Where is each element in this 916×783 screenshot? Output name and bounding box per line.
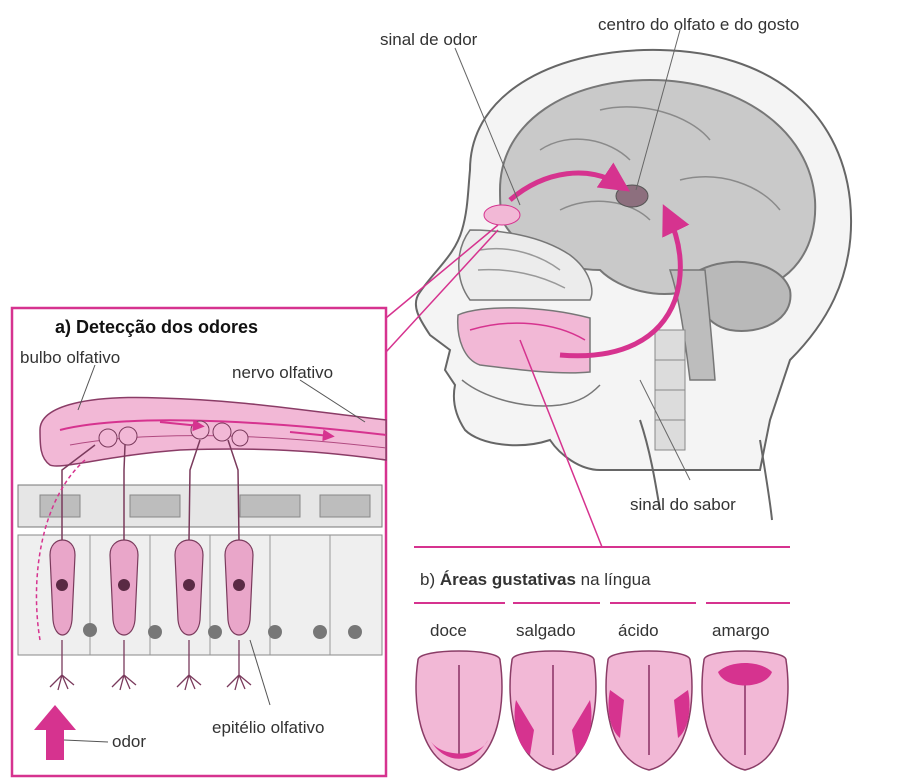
olfactory-epithelium-label: epitélio olfativo <box>212 718 324 737</box>
mouth-tongue <box>458 308 590 373</box>
panel-a-title: a) Detecção dos odores <box>55 317 258 337</box>
head-illustration <box>416 50 851 520</box>
olfactory-bulb-label: bulbo olfativo <box>20 348 120 367</box>
odor-label: odor <box>112 732 146 751</box>
smell-signal-label: sinal de odor <box>380 30 478 49</box>
tongue-bitter <box>702 651 788 770</box>
cerebellum <box>697 262 791 331</box>
panel-b: b) Áreas gustativas na língua doce salga… <box>414 547 790 770</box>
taste-label-0: doce <box>430 621 467 640</box>
taste-label-1: salgado <box>516 621 576 640</box>
taste-smell-center-label: centro do olfato e do gosto <box>598 15 799 34</box>
taste-signal-label: sinal do sabor <box>630 495 736 514</box>
taste-smell-center-spot <box>616 185 648 207</box>
panel-b-title: b) Áreas gustativas na língua <box>420 570 651 589</box>
panel-a: a) Detecção dos odores <box>12 308 386 776</box>
tongue-sweet <box>416 651 502 770</box>
olfactory-nerve-label: nervo olfativo <box>232 363 333 382</box>
tongue-sour <box>606 651 692 770</box>
taste-label-2: ácido <box>618 621 659 640</box>
taste-label-3: amargo <box>712 621 770 640</box>
tongue-salty <box>510 651 596 770</box>
